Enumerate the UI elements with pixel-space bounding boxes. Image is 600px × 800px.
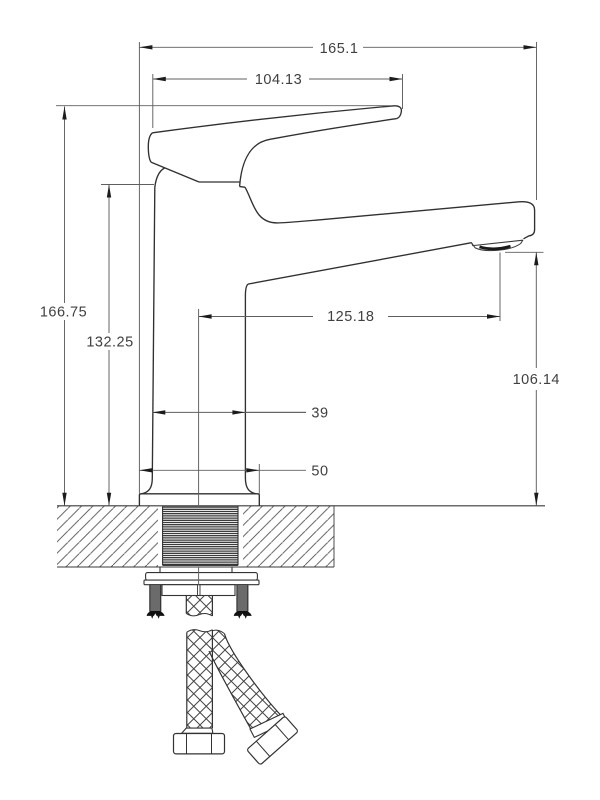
svg-text:125.18: 125.18 — [327, 309, 374, 325]
svg-text:104.13: 104.13 — [255, 72, 302, 88]
svg-text:39: 39 — [311, 406, 328, 422]
svg-text:50: 50 — [311, 464, 328, 480]
svg-text:106.14: 106.14 — [513, 372, 560, 388]
svg-text:166.75: 166.75 — [40, 305, 87, 321]
svg-text:132.25: 132.25 — [86, 335, 133, 351]
svg-text:165.1: 165.1 — [320, 41, 359, 57]
